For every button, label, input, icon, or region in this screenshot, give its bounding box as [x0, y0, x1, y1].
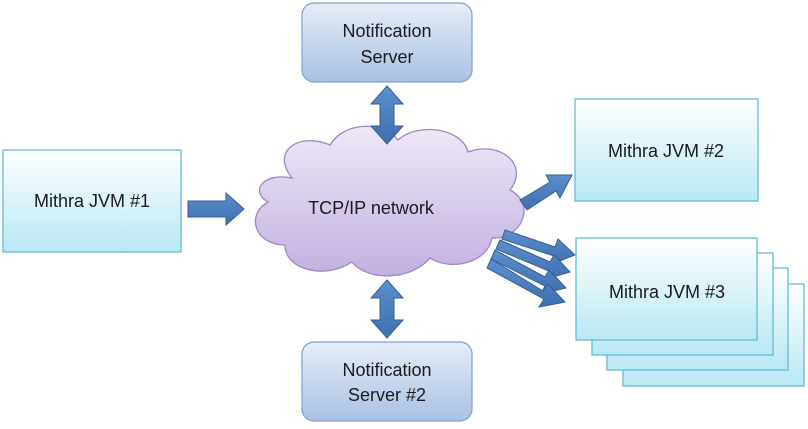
notification-server-top-line1: Notification [342, 21, 431, 41]
arrow-network-to-jvm3-4 [486, 258, 566, 308]
notification-server-top: Notification Server [301, 2, 473, 83]
arrow-network-to-jvm2 [519, 174, 573, 211]
notification-server-top-line2: Server [360, 47, 413, 67]
tcp-ip-network-label: TCP/IP network [308, 198, 435, 218]
arrow-network-to-jvm3-1 [501, 229, 576, 265]
arrow-network-to-jvm3-2 [495, 239, 571, 280]
jvm-2-label: Mithra JVM #2 [608, 141, 724, 161]
jvm-2-box: Mithra JVM #2 [574, 98, 759, 202]
arrows [187, 85, 576, 339]
notification-server-bottom-line1: Notification [342, 360, 431, 380]
arrow-jvm1-to-network [187, 191, 245, 227]
arrow-network-notification-bottom [369, 279, 405, 339]
notification-server-bottom-line2: Server #2 [348, 385, 426, 405]
jvm-3-stack: Mithra JVM #3 [575, 237, 805, 387]
jvm-1-label: Mithra JVM #1 [34, 191, 150, 211]
notification-server-bottom: Notification Server #2 [301, 341, 473, 422]
tcp-ip-network-cloud: TCP/IP network [254, 125, 525, 277]
arrow-network-notification-top [369, 85, 405, 145]
jvm-1-box: Mithra JVM #1 [2, 149, 182, 253]
jvm-3-box [575, 237, 758, 341]
jvm-3-label: Mithra JVM #3 [609, 282, 725, 302]
